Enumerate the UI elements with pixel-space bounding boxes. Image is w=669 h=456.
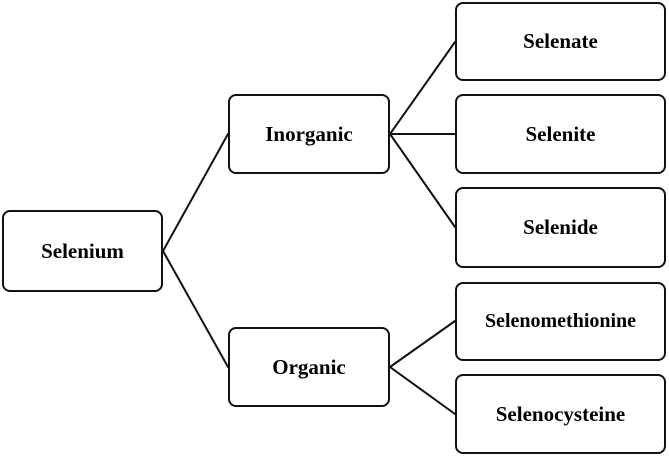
connector-inorganic-selenide bbox=[389, 133, 456, 228]
node-label: Inorganic bbox=[265, 121, 353, 146]
node-label: Selenide bbox=[523, 215, 598, 239]
node-label: Selenomethionine bbox=[484, 310, 637, 332]
connector-selenium-inorganic bbox=[162, 133, 229, 252]
node-label: Organic bbox=[272, 354, 346, 379]
node-selenomethionine: Selenomethionine bbox=[455, 282, 666, 361]
node-selenate: Selenate bbox=[455, 2, 666, 81]
node-inorganic: Inorganic bbox=[228, 94, 390, 174]
node-label: Selenocysteine bbox=[495, 401, 626, 426]
connector-selenium-organic bbox=[162, 250, 229, 368]
node-organic: Organic bbox=[228, 327, 390, 407]
node-label: Selenium bbox=[41, 238, 124, 263]
connector-organic-selenocysteine bbox=[389, 366, 456, 415]
node-selenide: Selenide bbox=[455, 187, 666, 268]
node-selenite: Selenite bbox=[455, 94, 666, 174]
connector-inorganic-selenate bbox=[389, 41, 456, 135]
connector-organic-selenomethionine bbox=[389, 320, 456, 368]
node-label: Selenite bbox=[525, 121, 596, 146]
node-selenium: Selenium bbox=[2, 210, 163, 292]
node-selenocysteine: Selenocysteine bbox=[455, 374, 666, 454]
node-label: Selenate bbox=[523, 29, 598, 53]
